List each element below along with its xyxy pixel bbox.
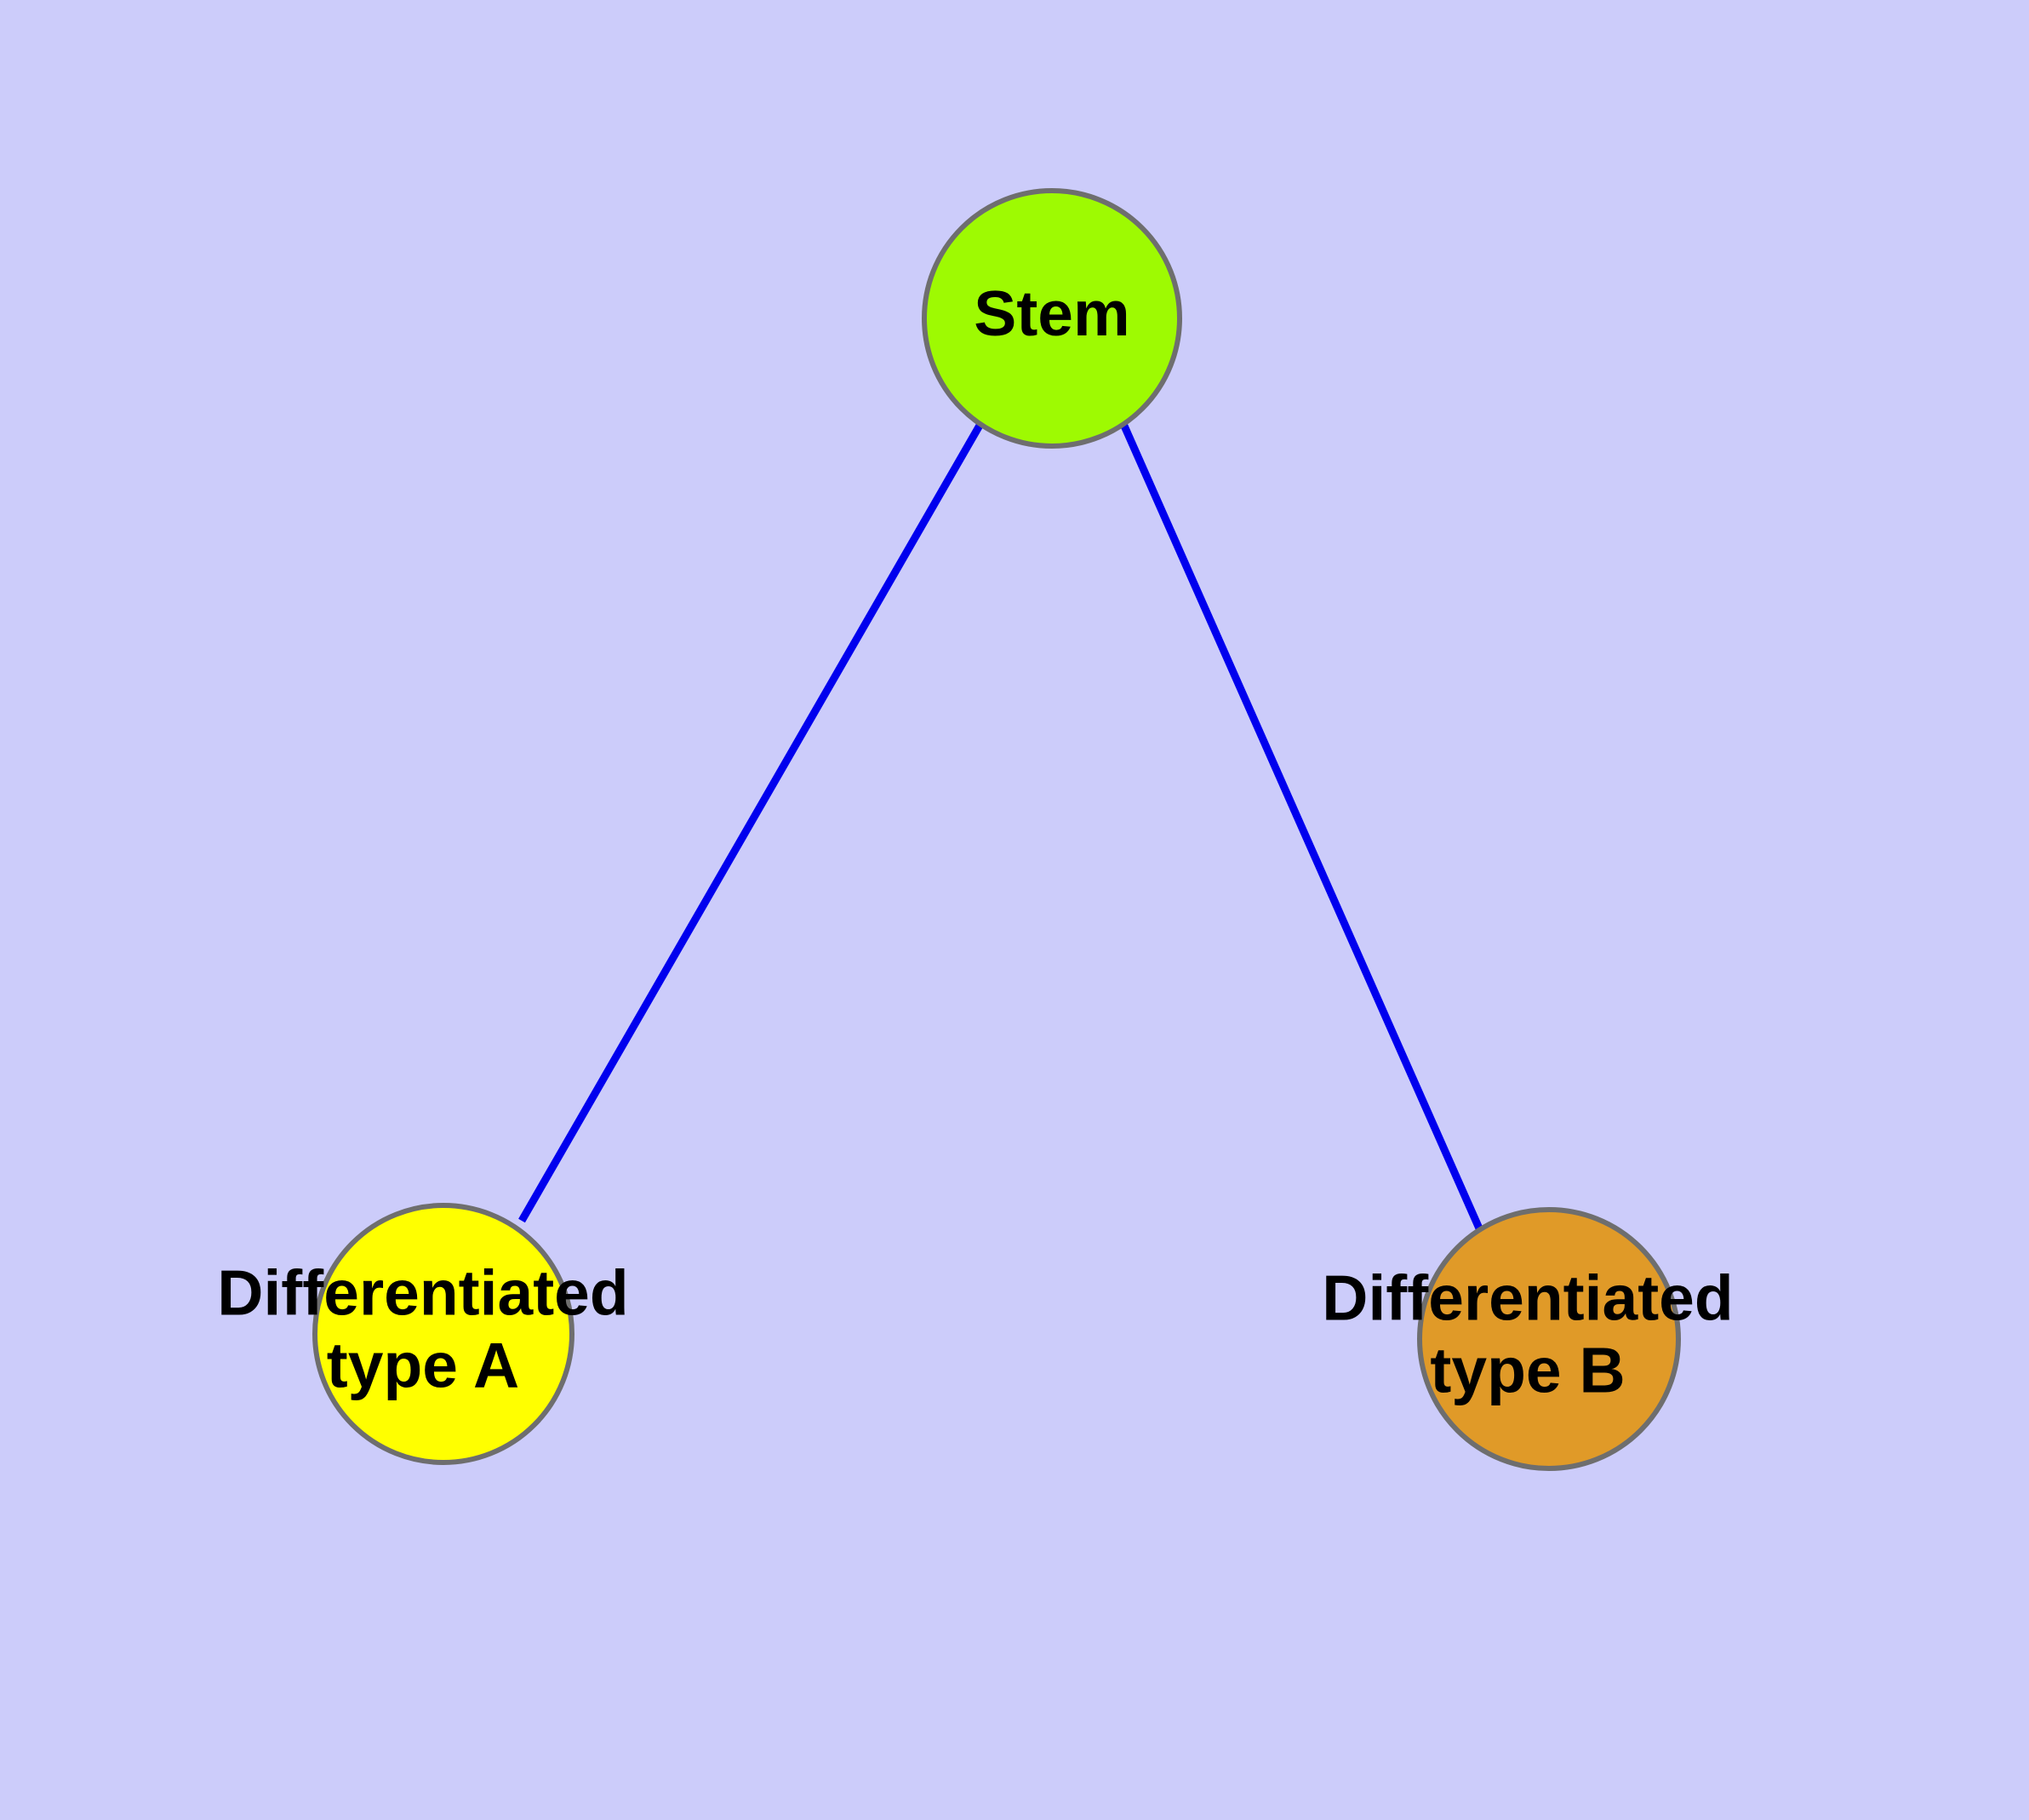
edge-stem-to-differentiated-type-a[interactable] (518, 421, 984, 1223)
node-differentiated-type-b[interactable] (1417, 1207, 1681, 1471)
node-label-line: type B (1430, 1334, 1625, 1405)
node-stem[interactable] (922, 188, 1182, 449)
edge-stem-to-differentiated-type-b[interactable] (1119, 422, 1483, 1230)
node-label-stem: Stem (974, 278, 1129, 349)
node-label-line: type A (327, 1329, 519, 1400)
node-label-line: Differentiated (217, 1256, 628, 1328)
node-differentiated-type-a[interactable] (312, 1203, 574, 1465)
node-label-line: Stem (974, 278, 1129, 349)
nodes-layer (312, 188, 1681, 1471)
edges-layer (518, 421, 1483, 1230)
node-label-line: Differentiated (1322, 1262, 1733, 1333)
